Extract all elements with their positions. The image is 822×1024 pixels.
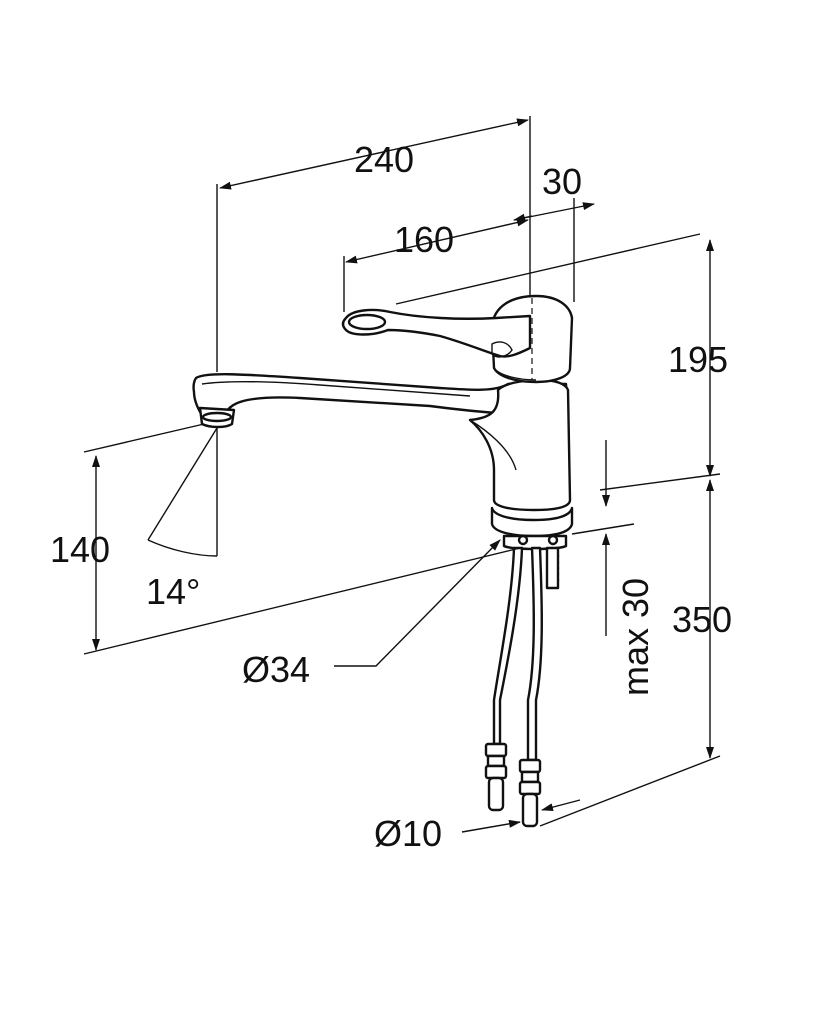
- label-195: 195: [668, 339, 728, 380]
- label-240: 240: [354, 139, 414, 180]
- faucet-illustration: [192, 294, 574, 828]
- hose-fitting-left: [484, 742, 508, 812]
- dimension-labels: 240 30 160 195 140 14° Ø34 max 30 350 Ø1…: [50, 139, 732, 854]
- spray-edge: [147, 427, 218, 541]
- spray-arc: [147, 539, 218, 557]
- label-350: 350: [672, 599, 732, 640]
- base-collar: [490, 506, 574, 538]
- label-160: 160: [394, 219, 454, 260]
- label-140: 140: [50, 529, 110, 570]
- dim-line-240: [219, 118, 529, 190]
- lever-loop-hole: [347, 313, 387, 331]
- hose-left: [492, 546, 524, 746]
- label-max-30: max 30: [615, 578, 656, 696]
- label-30: 30: [542, 161, 582, 202]
- spout: [192, 373, 570, 422]
- leader-34: [334, 539, 501, 667]
- hose-right: [526, 546, 543, 762]
- aerator: [201, 411, 233, 423]
- leader-10: [461, 819, 521, 833]
- dimension-lines: [83, 116, 721, 833]
- hose-fitting-right: [518, 758, 542, 828]
- dim-line-160: [345, 218, 529, 264]
- label-14-degrees: 14°: [146, 571, 200, 612]
- label-diameter-34: Ø34: [242, 649, 310, 690]
- label-diameter-10: Ø10: [374, 813, 442, 854]
